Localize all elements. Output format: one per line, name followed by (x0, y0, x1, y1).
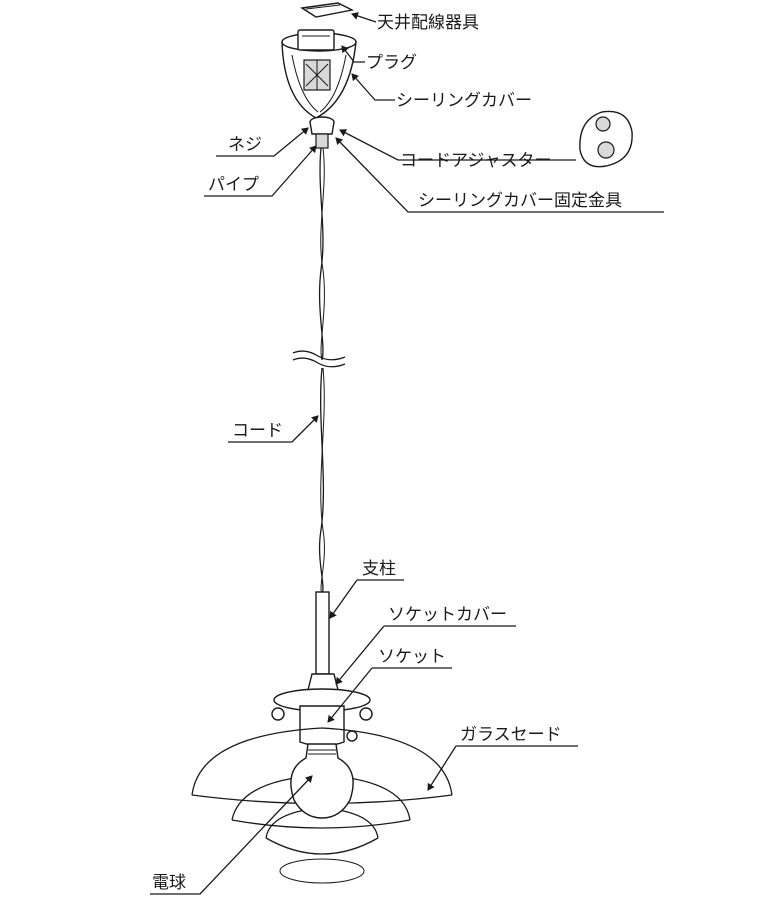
leader-lines (150, 12, 664, 895)
label-plug: プラグ (366, 53, 417, 73)
label-pipe: パイプ (208, 175, 259, 195)
ceiling-fixture-part (300, 2, 355, 18)
label-screw: ネジ (228, 135, 262, 155)
label-glass-shade: ガラスセード (460, 725, 562, 745)
cord-adjuster-part (579, 110, 633, 168)
bulb-part (290, 743, 354, 819)
label-bulb: 電球 (152, 873, 186, 893)
label-ceiling-cover: シーリングカバー (396, 91, 532, 111)
pole-part (315, 591, 330, 675)
label-pole: 支柱 (362, 559, 396, 579)
plug-part (297, 29, 335, 91)
label-ceiling-fixture: 天井配線器具 (377, 13, 479, 33)
label-cover-bracket: シーリングカバー固定金具 (418, 191, 622, 211)
screw-part (309, 116, 335, 149)
socket-assembly (271, 673, 373, 747)
cord-part (292, 147, 346, 596)
label-socket-cover: ソケットカバー (388, 605, 507, 625)
label-socket: ソケット (378, 647, 446, 667)
label-cord: コード (232, 421, 283, 441)
label-cord-adjuster: コードアジャスター (400, 151, 551, 171)
